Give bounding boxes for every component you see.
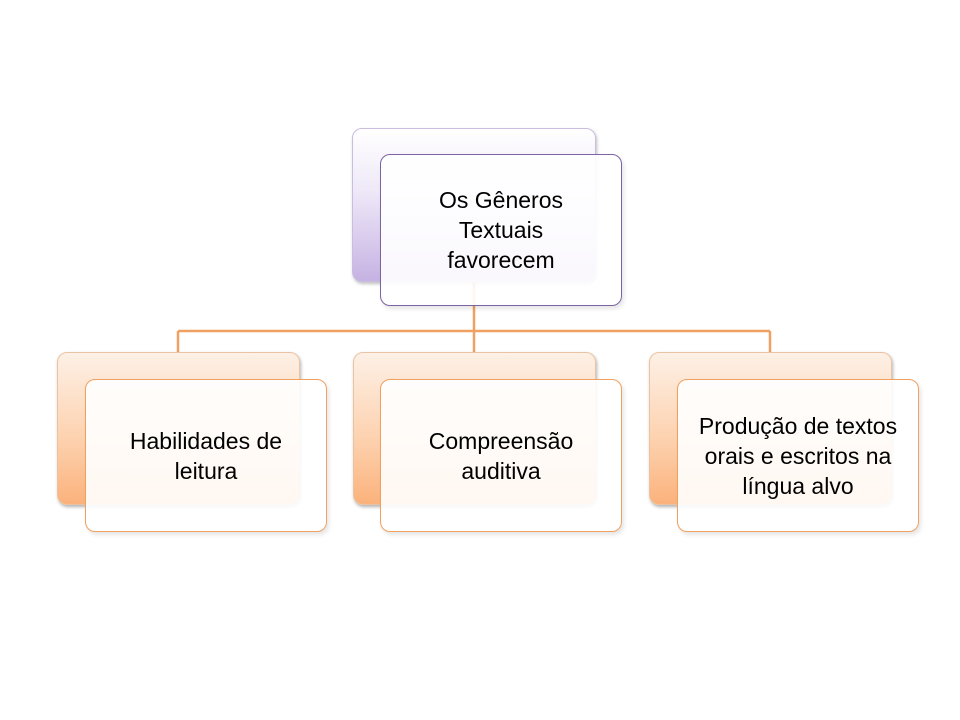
root-node-label: Os Gêneros Textuais favorecem [439,187,563,273]
child-node-1: Habilidades de leitura [85,379,327,532]
child-node-1-label: Habilidades de leitura [129,427,283,484]
child-node-3-label: Produção de textos orais e escritos na l… [698,412,898,499]
root-node: Os Gêneros Textuais favorecem [380,154,622,306]
child-node-3: Produção de textos orais e escritos na l… [677,379,919,532]
child-node-2-label: Compreensão auditiva [428,427,574,484]
child-node-2: Compreensão auditiva [380,379,622,532]
